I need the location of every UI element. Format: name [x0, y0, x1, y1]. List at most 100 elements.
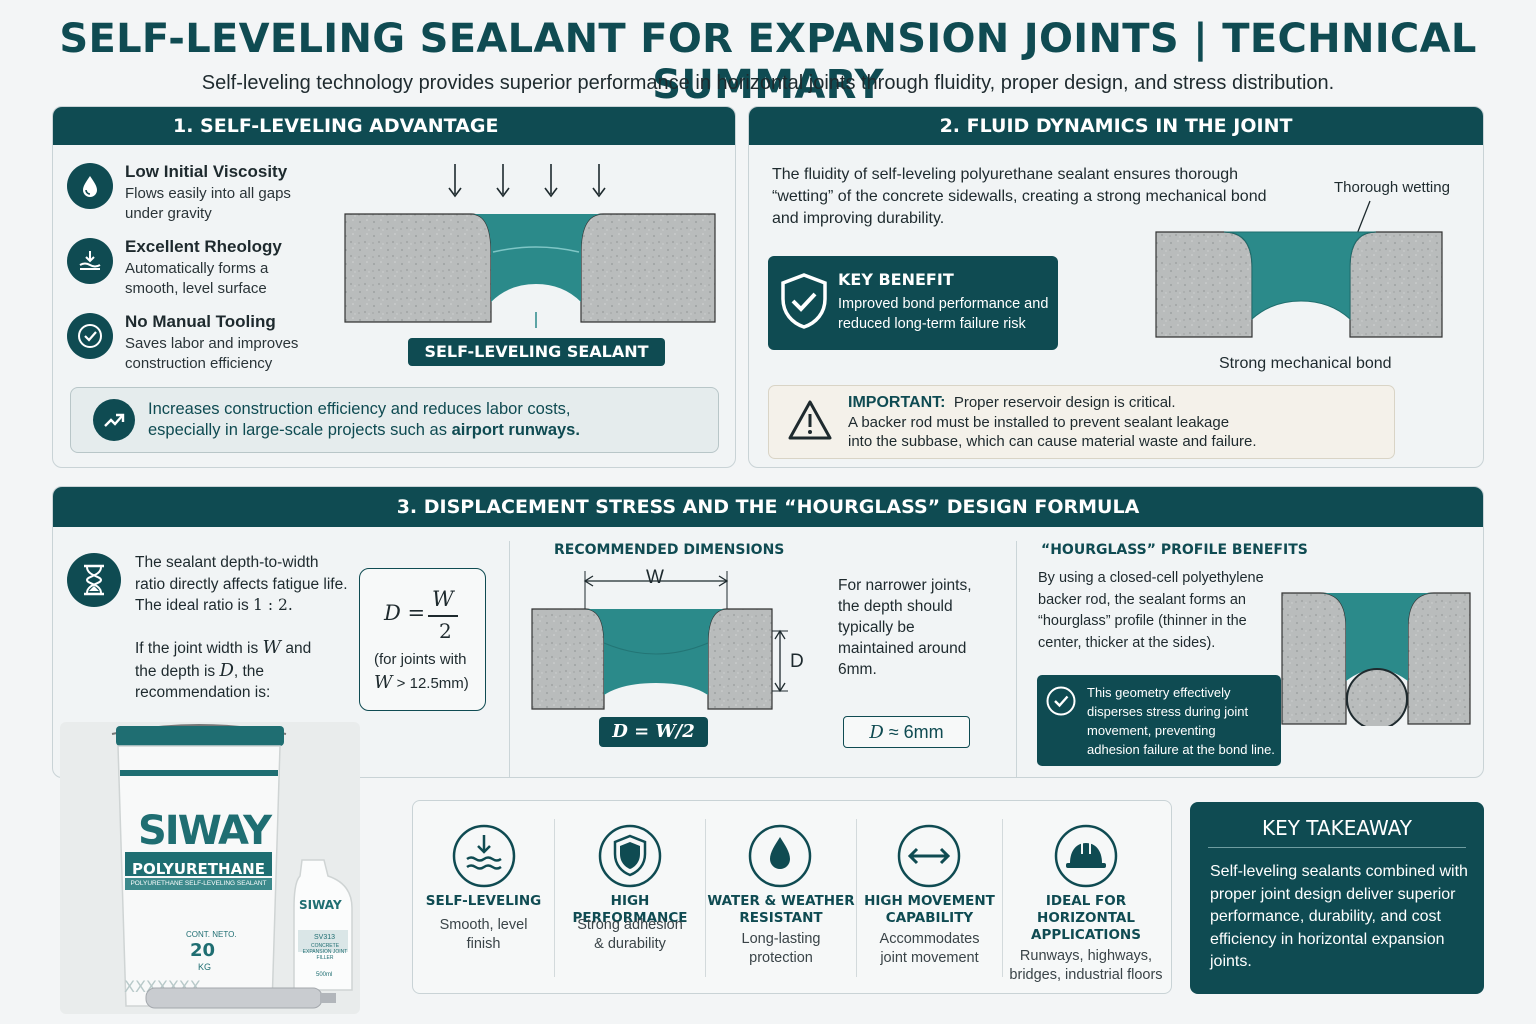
formula-note: (for joints with	[374, 651, 467, 668]
important-line: into the subbase, which can cause materi…	[848, 433, 1257, 450]
self-leveling-sealant-label: SELF-LEVELING SEALANT	[408, 338, 665, 366]
approx-depth-badge: D ≈ 6mm	[843, 716, 970, 748]
self-leveling-joint-diagram	[344, 164, 716, 328]
product-net-label: CONT. NETO.	[186, 930, 237, 939]
section-fluid-dynamics: 2. FLUID DYNAMICS IN THE JOINT The fluid…	[748, 106, 1484, 468]
hard-hat-icon	[1054, 824, 1118, 888]
key-benefit-text: reduced long-term failure risk	[838, 316, 1026, 332]
depth-label: D	[790, 651, 804, 672]
ratio-text: The sealant depth-to-width ratio directl…	[135, 554, 348, 614]
pouch-code: SV313	[314, 934, 336, 941]
key-takeaway-card: KEY TAKEAWAY Self-leveling sealants comb…	[1190, 802, 1484, 994]
page-title: SELF-LEVELING SEALANT FOR EXPANSION JOIN…	[59, 16, 1477, 108]
width-label: W	[646, 567, 664, 588]
formula-note: W > 12.5mm)	[374, 672, 469, 693]
product-bucket: XXXXXXX	[111, 724, 287, 1007]
feature-title: No Manual Tooling	[125, 312, 276, 331]
fraction-bar	[428, 615, 458, 617]
feature-title: Low Initial Viscosity	[125, 162, 288, 181]
key-takeaway-title: KEY TAKEAWAY	[1261, 816, 1413, 840]
section-3-header: 3. DISPLACEMENT STRESS AND THE “HOURGLAS…	[53, 487, 1483, 527]
page-subtitle: Self-leveling technology provides superi…	[201, 72, 1335, 94]
feature-divider	[1002, 819, 1003, 977]
feature-title: Excellent Rheology	[125, 237, 282, 256]
double-arrow-icon	[897, 824, 961, 888]
takeaway-divider	[1208, 847, 1466, 848]
feature-desc: Runways, highways,bridges, industrial fl…	[1009, 948, 1163, 983]
thorough-wetting-label: Thorough wetting	[1334, 179, 1450, 196]
product-subtype: POLYURETHANE SELF-LEVELING SEALANT	[130, 880, 267, 887]
hourglass-text: By using a closed-cell polyethylene back…	[1038, 570, 1264, 651]
shield-check-icon	[598, 824, 662, 888]
trend-up-icon	[93, 399, 135, 441]
product-brand: SIWAY	[138, 808, 272, 854]
feature-desc: Flows easily into all gaps	[125, 185, 291, 202]
key-benefit-card: KEY BENEFIT Improved bond performance an…	[768, 256, 1058, 350]
feature-title: HIGH PERFORMANCE	[572, 893, 688, 926]
formula-numerator: W	[432, 587, 454, 611]
check-circle-icon	[1046, 686, 1076, 716]
water-drop-icon	[748, 824, 812, 888]
important-line: IMPORTANT: Proper reservoir design is cr…	[848, 394, 1176, 411]
efficiency-note: Increases construction efficiency and re…	[70, 387, 719, 453]
warning-triangle-icon	[788, 400, 832, 440]
feature-desc: construction efficiency	[125, 355, 273, 372]
formula-denominator: 2	[439, 619, 452, 643]
key-benefit-text: Improved bond performance and	[838, 296, 1049, 312]
feature-desc: smooth, level surface	[125, 280, 267, 297]
self-leveling-icon	[452, 824, 516, 888]
check-circle-icon	[67, 313, 113, 359]
formula-box: D = W 2 (for joints with W > 12.5mm)	[359, 568, 486, 711]
section-2-title: 2. FLUID DYNAMICS IN THE JOINT	[939, 115, 1293, 137]
important-warning: IMPORTANT: Proper reservoir design is cr…	[768, 385, 1395, 459]
feature-divider	[554, 819, 555, 977]
hourglass-profile-diagram	[1281, 592, 1471, 726]
fluidity-paragraph: The fluidity of self-leveling polyuretha…	[772, 166, 1267, 227]
hourglass-benefits-title: “HOURGLASS” PROFILE BENEFITS	[1041, 542, 1308, 558]
key-benefit-title: KEY BENEFIT	[838, 270, 954, 289]
section-self-leveling-advantage: 1. SELF-LEVELING ADVANTAGE Low Initial V…	[52, 106, 736, 468]
hourglass-note: This geometry effectively disperses stre…	[1037, 675, 1281, 766]
product-cartridge	[145, 987, 336, 1009]
feature-divider	[705, 819, 706, 977]
section-hourglass-design: 3. DISPLACEMENT STRESS AND THE “HOURGLAS…	[52, 486, 1484, 778]
section-1-header: 1. SELF-LEVELING ADVANTAGE	[53, 107, 735, 145]
narrow-joint-text: For narrower joints, the depth should ty…	[838, 577, 972, 678]
feature-desc: Saves labor and improves	[125, 335, 299, 352]
level-surface-icon	[67, 238, 113, 284]
formula-badge: D = W/2	[599, 717, 708, 747]
feature-title: SELF-LEVELING	[425, 893, 542, 909]
key-takeaway-text: Self-leveling sealants combined with pro…	[1210, 863, 1468, 970]
feature-desc: Strong adhesion& durability	[577, 917, 683, 952]
recommendation-text: If the joint width is W and the depth is…	[135, 637, 312, 701]
feature-divider	[856, 819, 857, 977]
note-line: Increases construction efficiency and re…	[148, 400, 571, 418]
formula-lhs: D =	[384, 601, 426, 625]
pouch-brand: SIWAY	[299, 898, 342, 912]
product-net-unit: KG	[198, 962, 212, 972]
product-pouch	[293, 859, 353, 991]
note-line: especially in large-scale projects such …	[148, 421, 580, 439]
recommended-dimensions-title: RECOMMENDED DIMENSIONS	[554, 542, 785, 558]
droplet-icon	[67, 163, 113, 209]
pouch-size: 500ml	[316, 972, 333, 978]
strong-bond-label: Strong mechanical bond	[1219, 355, 1392, 372]
column-divider	[1016, 541, 1017, 777]
column-divider	[509, 541, 510, 777]
product-type: POLYURETHANE	[131, 860, 265, 878]
feature-desc: Automatically forms a	[125, 260, 269, 277]
important-line: A backer rod must be installed to preven…	[848, 414, 1230, 431]
hourglass-icon	[67, 553, 121, 607]
pouch-desc: CONCRETE EXPANSION JOINT FILLER	[302, 943, 348, 961]
wetting-joint-diagram	[1155, 200, 1443, 338]
section-2-header: 2. FLUID DYNAMICS IN THE JOINT	[749, 107, 1483, 145]
section-3-title: 3. DISPLACEMENT STRESS AND THE “HOURGLAS…	[396, 496, 1140, 518]
hourglass-note-text: This geometry effectively disperses stre…	[1087, 685, 1275, 757]
